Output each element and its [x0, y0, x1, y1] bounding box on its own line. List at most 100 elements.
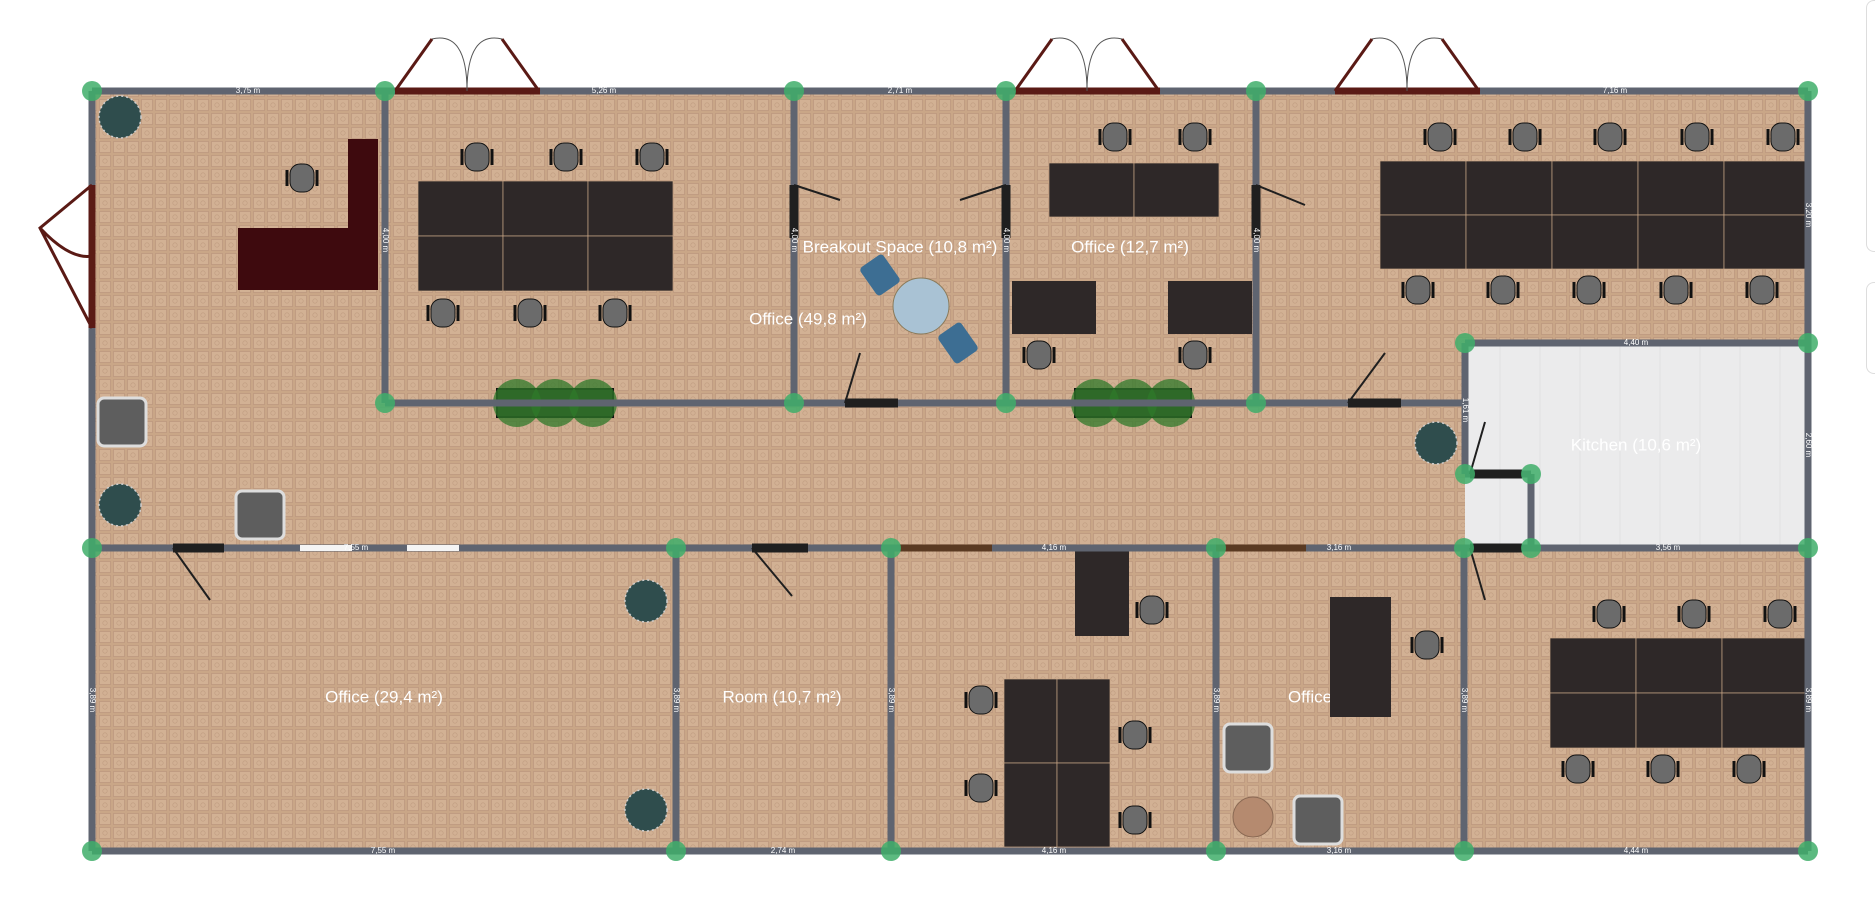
- office-chair[interactable]: [285, 163, 319, 193]
- wall-node-handle[interactable]: [1521, 538, 1541, 558]
- potted-plant-icon[interactable]: [1414, 421, 1458, 465]
- office-chair[interactable]: [1593, 122, 1627, 152]
- office-chair[interactable]: [1486, 275, 1520, 305]
- desk[interactable]: [1379, 214, 1467, 270]
- wall-node-handle[interactable]: [82, 538, 102, 558]
- desk[interactable]: [1379, 160, 1467, 216]
- desk[interactable]: [1133, 162, 1220, 218]
- desk[interactable]: [1003, 762, 1058, 848]
- wall-node-handle[interactable]: [996, 393, 1016, 413]
- lounge-chair[interactable]: [859, 253, 901, 297]
- desk[interactable]: [1637, 214, 1725, 270]
- office-chair[interactable]: [460, 142, 494, 172]
- desk[interactable]: [1635, 637, 1723, 694]
- room-label-office-large[interactable]: Office (49,8 m²): [749, 309, 867, 328]
- office-chair[interactable]: [1410, 630, 1444, 660]
- office-chair[interactable]: [1763, 599, 1797, 629]
- wall-node-handle[interactable]: [1206, 841, 1226, 861]
- wall-node-handle[interactable]: [1455, 333, 1475, 353]
- wall-node-handle[interactable]: [1798, 841, 1818, 861]
- office-chair[interactable]: [1592, 599, 1626, 629]
- office-chair[interactable]: [1135, 595, 1169, 625]
- wall-node-handle[interactable]: [784, 81, 804, 101]
- desk[interactable]: [1723, 160, 1811, 216]
- office-chair[interactable]: [1646, 754, 1680, 784]
- reception-desk[interactable]: [238, 139, 378, 290]
- desk[interactable]: [1635, 692, 1723, 749]
- lounge-chair[interactable]: [1222, 722, 1274, 774]
- lounge-chair[interactable]: [234, 489, 286, 541]
- desk[interactable]: [1637, 160, 1725, 216]
- office-chair[interactable]: [1022, 340, 1056, 370]
- desk[interactable]: [502, 180, 589, 237]
- wall-node-handle[interactable]: [1521, 464, 1541, 484]
- office-chair[interactable]: [1745, 275, 1779, 305]
- desk[interactable]: [1056, 678, 1111, 764]
- wall-node-handle[interactable]: [881, 841, 901, 861]
- desk[interactable]: [587, 235, 674, 292]
- desk[interactable]: [587, 180, 674, 237]
- office-chair[interactable]: [1508, 122, 1542, 152]
- round-table[interactable]: [892, 277, 950, 335]
- desk[interactable]: [502, 235, 589, 292]
- desk[interactable]: [1465, 160, 1553, 216]
- office-chair[interactable]: [1178, 340, 1212, 370]
- wall-node-handle[interactable]: [666, 841, 686, 861]
- desk[interactable]: [1048, 162, 1135, 218]
- room-label-breakout[interactable]: Breakout Space (10,8 m²): [803, 237, 998, 256]
- desk[interactable]: [1330, 597, 1391, 717]
- office-chair[interactable]: [1732, 754, 1766, 784]
- office-chair[interactable]: [1423, 122, 1457, 152]
- room-label-office-bottom-mid[interactable]: Office: [1288, 687, 1332, 706]
- potted-plant-icon[interactable]: [624, 788, 668, 832]
- desk[interactable]: [1465, 214, 1553, 270]
- wall-node-handle[interactable]: [375, 393, 395, 413]
- desk[interactable]: [1551, 214, 1639, 270]
- side-panel-handle[interactable]: [1866, 0, 1875, 252]
- office-chair[interactable]: [513, 298, 547, 328]
- desk[interactable]: [1549, 692, 1637, 749]
- side-table[interactable]: [1232, 796, 1274, 838]
- wall-node-handle[interactable]: [1798, 538, 1818, 558]
- wall-node-handle[interactable]: [1798, 333, 1818, 353]
- office-chair[interactable]: [1098, 122, 1132, 152]
- wall-node-handle[interactable]: [1206, 538, 1226, 558]
- desk[interactable]: [1549, 637, 1637, 694]
- office-chair[interactable]: [1561, 754, 1595, 784]
- lounge-chair[interactable]: [937, 321, 979, 365]
- desk[interactable]: [1056, 762, 1111, 848]
- potted-plant-icon[interactable]: [98, 483, 142, 527]
- office-chair[interactable]: [1680, 122, 1714, 152]
- desk[interactable]: [1721, 692, 1809, 749]
- office-chair[interactable]: [1401, 275, 1435, 305]
- desk[interactable]: [417, 180, 504, 237]
- wall-node-handle[interactable]: [881, 538, 901, 558]
- wall-node-handle[interactable]: [1454, 841, 1474, 861]
- desk[interactable]: [417, 235, 504, 292]
- wall-node-handle[interactable]: [1454, 538, 1474, 558]
- desk[interactable]: [1168, 281, 1252, 334]
- office-chair[interactable]: [1118, 720, 1152, 750]
- desk[interactable]: [1003, 678, 1058, 764]
- wall-node-handle[interactable]: [1798, 81, 1818, 101]
- wall-node-handle[interactable]: [375, 81, 395, 101]
- room-label-office-bottom-left[interactable]: Office (29,4 m²): [325, 687, 443, 706]
- desk[interactable]: [1551, 160, 1639, 216]
- room-label-office-small[interactable]: Office (12,7 m²): [1071, 237, 1189, 256]
- office-chair[interactable]: [1572, 275, 1606, 305]
- desk[interactable]: [1075, 551, 1129, 636]
- wall-node-handle[interactable]: [996, 81, 1016, 101]
- desk[interactable]: [1721, 637, 1809, 694]
- office-chair[interactable]: [426, 298, 460, 328]
- potted-plant-icon[interactable]: [98, 95, 142, 139]
- lounge-chair[interactable]: [96, 396, 148, 448]
- office-chair[interactable]: [964, 685, 998, 715]
- wall-node-handle[interactable]: [82, 81, 102, 101]
- office-chair[interactable]: [1118, 805, 1152, 835]
- office-chair[interactable]: [549, 142, 583, 172]
- potted-plant-icon[interactable]: [624, 579, 668, 623]
- office-chair[interactable]: [635, 142, 669, 172]
- office-chair[interactable]: [1659, 275, 1693, 305]
- wall-node-handle[interactable]: [1246, 393, 1266, 413]
